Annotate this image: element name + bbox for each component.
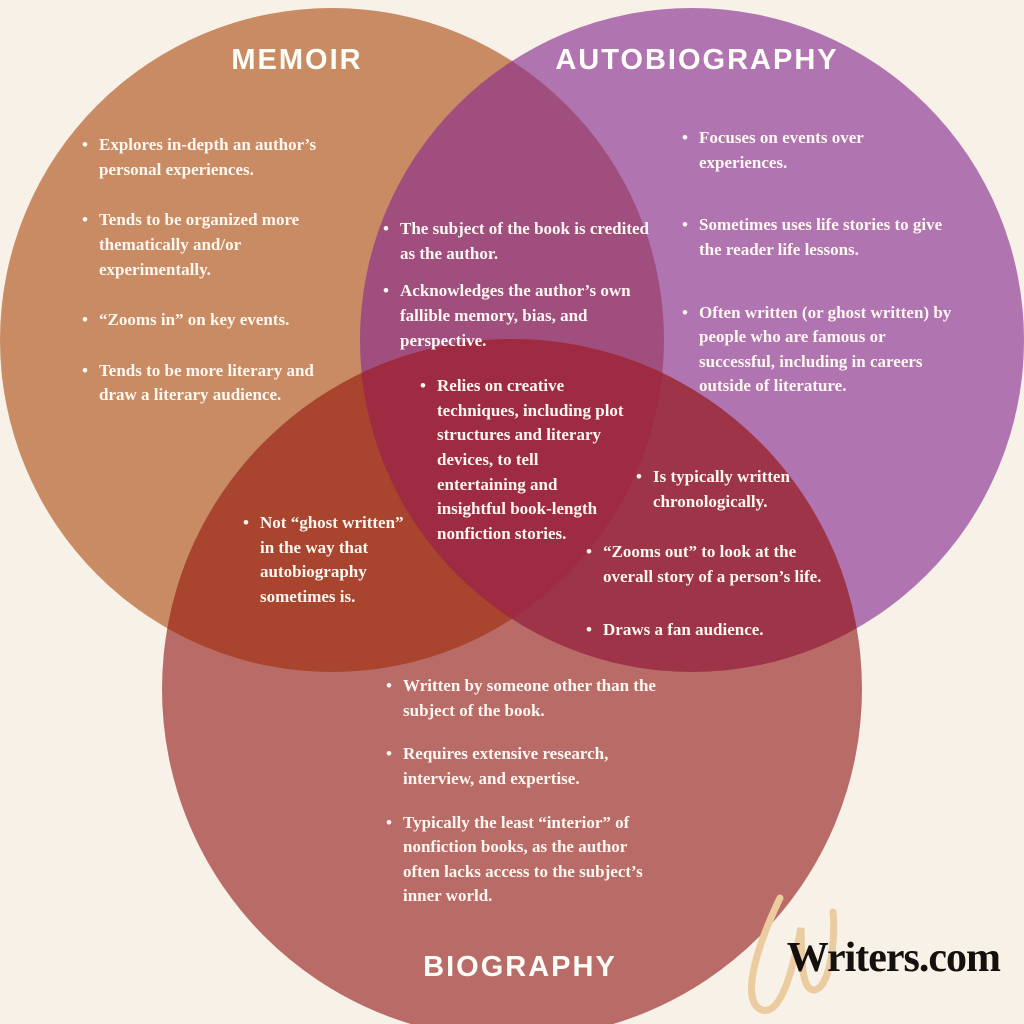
list-item: Not “ghost written” in the way that auto… bbox=[243, 511, 418, 610]
memoir-biography-list: Not “ghost written” in the way that auto… bbox=[243, 511, 418, 610]
list-item: Often written (or ghost written) by peop… bbox=[682, 301, 954, 400]
list-item: The subject of the book is credited as t… bbox=[383, 217, 665, 266]
writers-logo: Writers.com bbox=[740, 934, 1001, 982]
script-w-flourish-icon bbox=[748, 894, 838, 1014]
list-item: Typically the least “interior” of nonfic… bbox=[386, 811, 662, 910]
list-item: Requires extensive research, interview, … bbox=[386, 742, 662, 791]
center-list: Relies on creative techniques, including… bbox=[420, 374, 628, 546]
list-item: Written by someone other than the subjec… bbox=[386, 674, 662, 723]
autobiography-title: AUTOBIOGRAPHY bbox=[555, 44, 839, 76]
list-item: Focuses on events over experiences. bbox=[682, 126, 954, 175]
memoir-title: MEMOIR bbox=[231, 44, 363, 76]
list-item: Sometimes uses life stories to give the … bbox=[682, 213, 954, 262]
list-item: “Zooms in” on key events. bbox=[82, 308, 334, 333]
list-item: Relies on creative techniques, including… bbox=[420, 374, 628, 546]
autobiography-list: Focuses on events over experiences. Some… bbox=[682, 126, 954, 399]
autobiography-biography-item: Draws a fan audience. bbox=[586, 618, 831, 643]
memoir-autobiography-list: The subject of the book is credited as t… bbox=[383, 217, 665, 353]
logo-text: Writers.com bbox=[786, 935, 1001, 981]
memoir-list: Explores in-depth an author’s personal e… bbox=[82, 133, 334, 408]
autobiography-biography-item: “Zooms out” to look at the overall story… bbox=[586, 540, 831, 589]
biography-title: BIOGRAPHY bbox=[423, 951, 617, 983]
autobiography-biography-item: Is typically written chronologically. bbox=[636, 465, 793, 514]
list-item: Tends to be more literary and draw a lit… bbox=[82, 359, 334, 408]
list-item: Tends to be organized more thematically … bbox=[82, 208, 334, 282]
biography-list: Written by someone other than the subjec… bbox=[386, 674, 662, 909]
list-item: Explores in-depth an author’s personal e… bbox=[82, 133, 334, 182]
list-item: Acknowledges the author’s own fallible m… bbox=[383, 279, 665, 353]
